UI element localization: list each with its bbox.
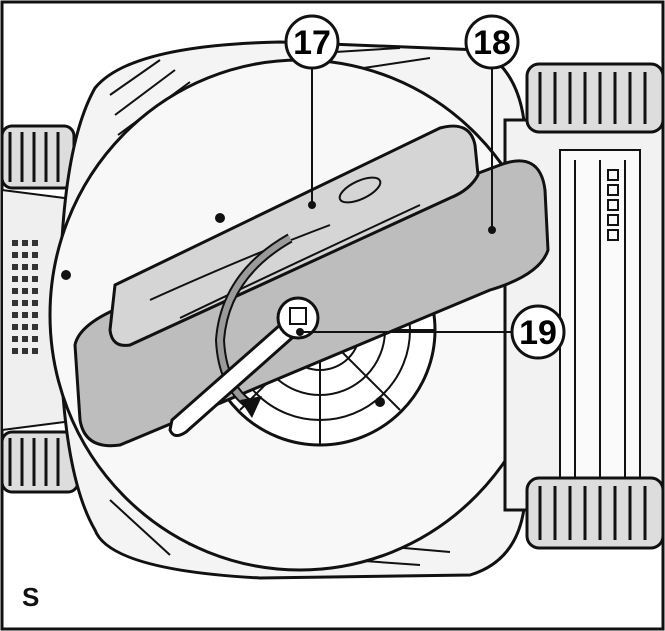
callout-18-label: 18 <box>473 24 511 62</box>
front-right-wheel <box>525 62 665 134</box>
blade-grain <box>149 176 421 319</box>
leader-dot-18 <box>488 226 496 234</box>
cutting-blade <box>108 124 480 347</box>
view-label: S <box>22 582 40 612</box>
screw <box>215 213 225 223</box>
callout-19: 19 <box>510 304 566 360</box>
rotation-arrowhead <box>240 396 262 418</box>
rear-right-wheel <box>525 476 665 550</box>
callout-19-label: 19 <box>519 314 557 352</box>
leader-lines <box>300 68 515 333</box>
callout-17-label: 17 <box>293 24 331 62</box>
screw <box>61 270 71 280</box>
callout-17: 17 <box>284 14 340 70</box>
right-chassis <box>503 118 665 512</box>
leader-dot-17 <box>308 201 316 209</box>
leader-dot-19 <box>296 328 304 336</box>
front-left-wheel <box>0 124 76 190</box>
rear-left-wheel <box>0 430 80 494</box>
callout-18: 18 <box>464 14 520 70</box>
screw <box>375 397 385 407</box>
spanner <box>168 296 320 437</box>
